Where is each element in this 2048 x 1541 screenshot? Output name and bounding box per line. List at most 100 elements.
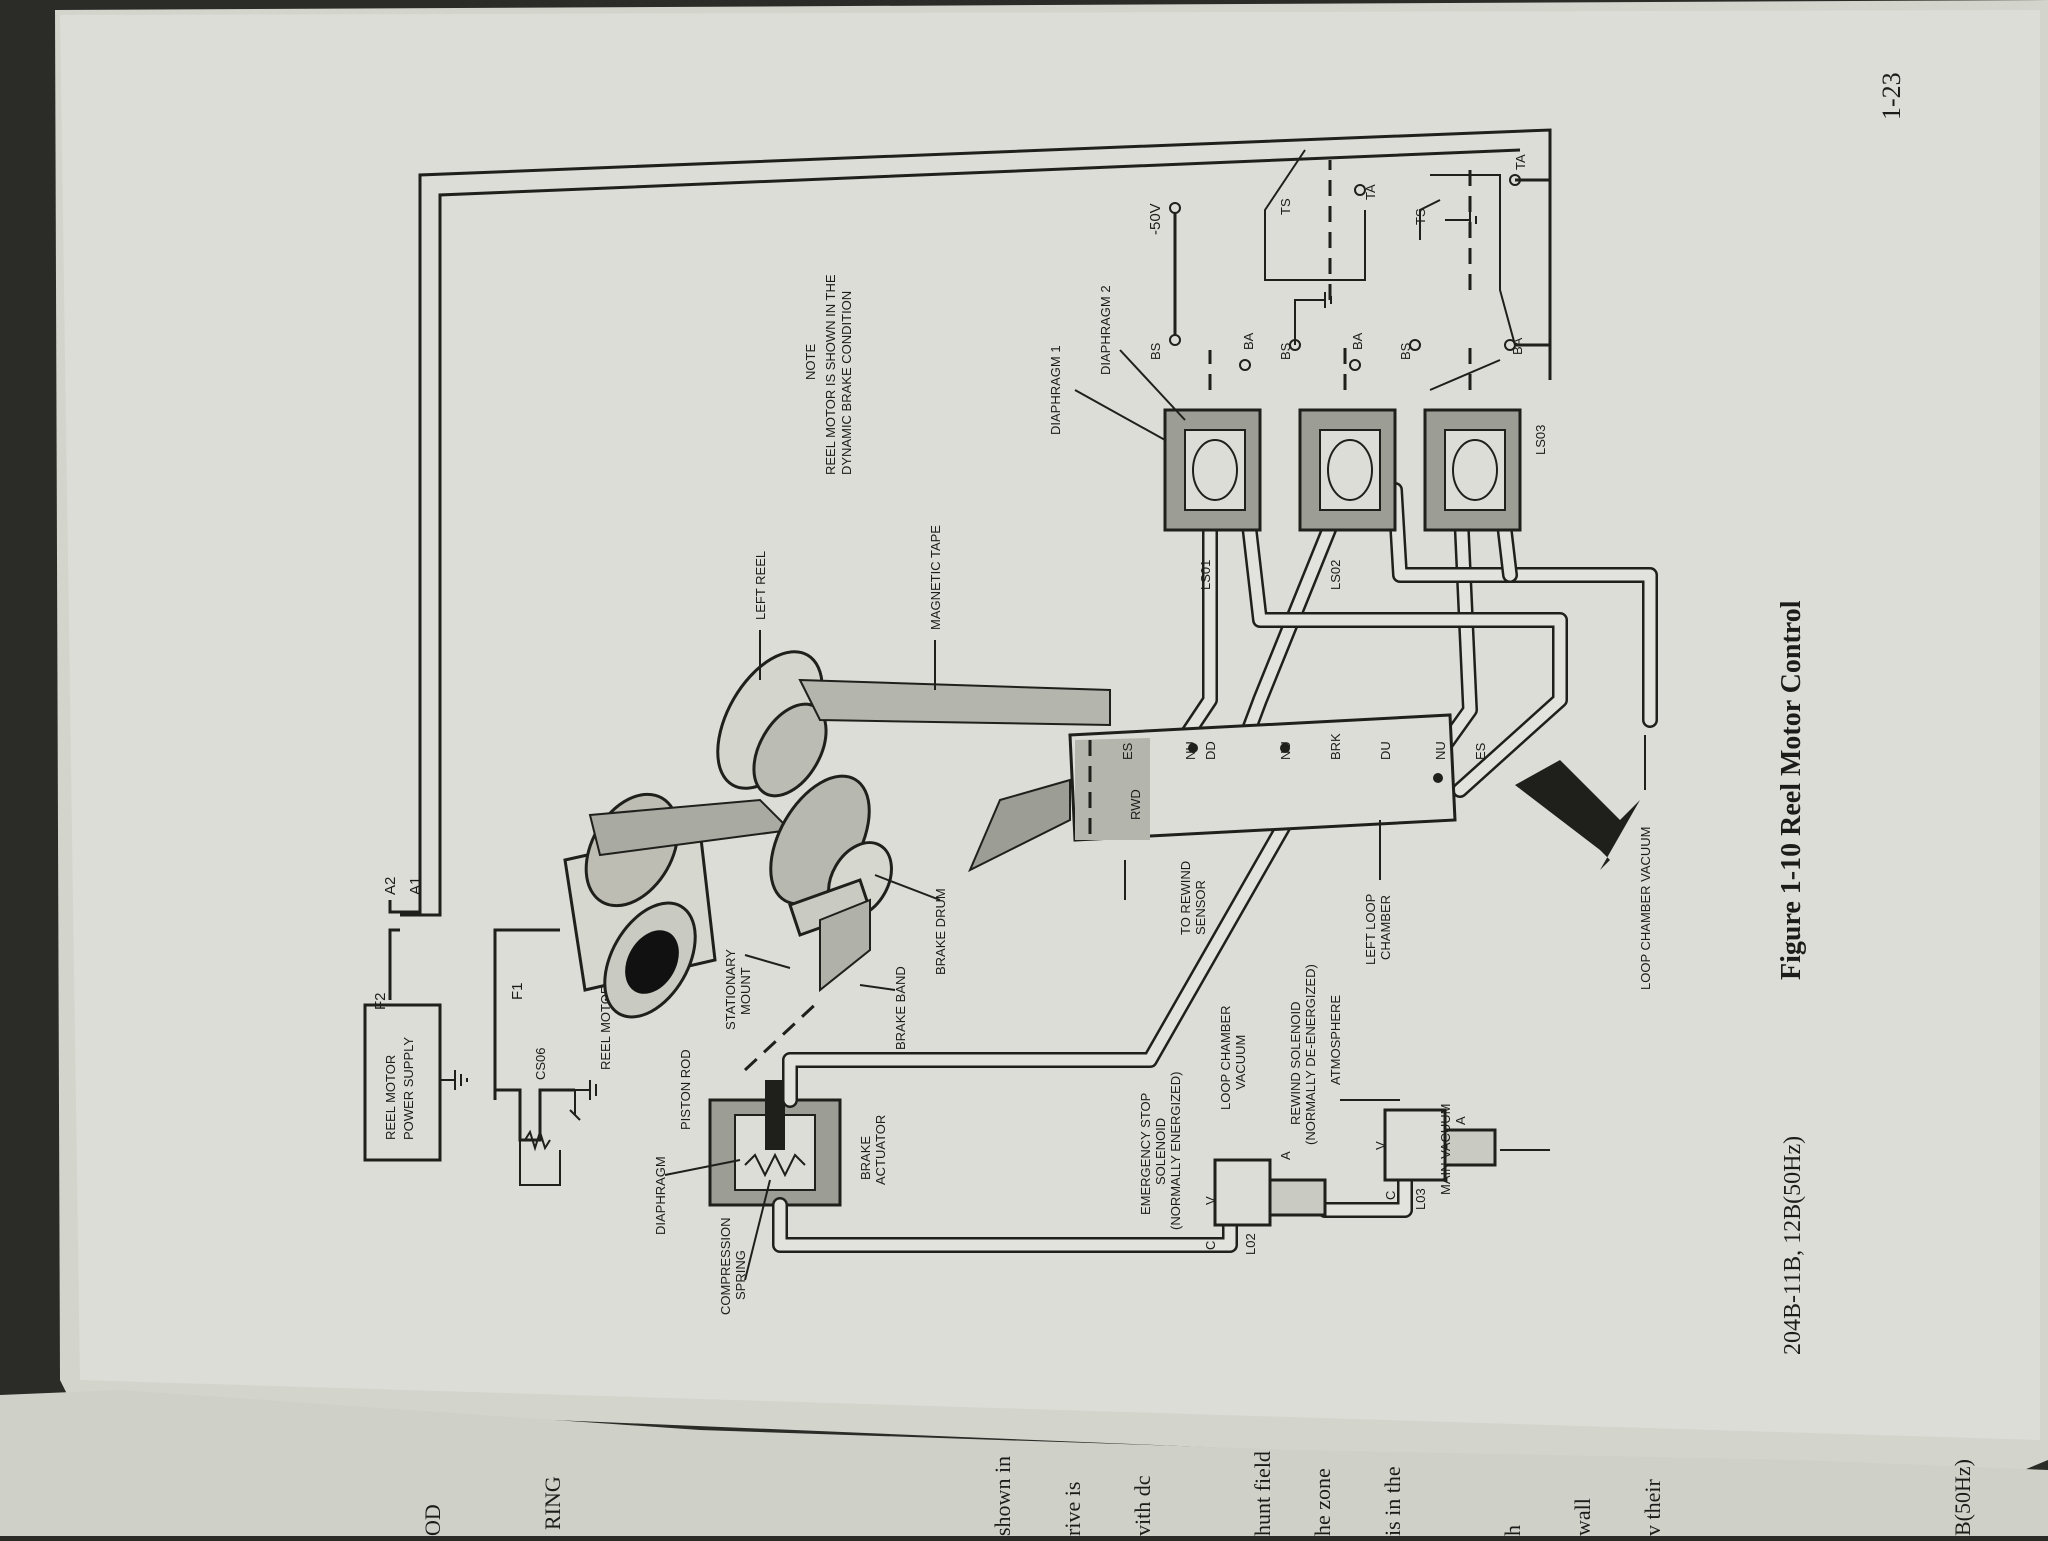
label-left-loop-2: CHAMBER [1378, 895, 1393, 960]
reel-motor-assembly: BRAKE DRUM STATIONARY MOUNT BRAKE BAND L… [563, 525, 1111, 1050]
label-ts-1: TS [1278, 198, 1293, 215]
label-loop-vacuum-bottom: LOOP CHAMBER VACUUM [1638, 827, 1653, 991]
label-l03-a: A [1453, 1116, 1468, 1125]
label-stationary-2: MOUNT [738, 967, 753, 1015]
label-nu-3: NU [1433, 741, 1448, 760]
label-du: DU [1378, 741, 1393, 760]
left-text-3: shown in [990, 1456, 1015, 1536]
label-l03: L03 [1413, 1188, 1428, 1210]
wire-a1 [400, 148, 1521, 917]
model-footer: 204B-11B, 12B(50Hz) [1780, 1136, 1806, 1355]
power-supply-label-2: POWER SUPPLY [401, 1037, 416, 1140]
label-stationary-1: STATIONARY [723, 949, 738, 1030]
label-loop-vacuum-1: LOOP CHAMBER [1218, 1005, 1233, 1110]
motor-wiring: A2 A1 F2 F1 [372, 128, 1552, 1100]
label-ta-2: TA [1513, 154, 1528, 170]
label-brk: BRK [1328, 733, 1343, 760]
facing-page-text: OD RING shown in rive is vith dc hunt fi… [420, 1451, 1975, 1536]
ls02-switch: LS02 [1298, 408, 1397, 590]
label-l03-c: C [1383, 1191, 1398, 1200]
label-to-rewind-1: TO REWIND [1178, 861, 1193, 935]
label-minus-50v: -50V [1147, 203, 1164, 235]
label-brake-drum: BRAKE DRUM [933, 888, 948, 975]
label-ba-2: BA [1350, 332, 1365, 350]
label-ts-2: TS [1413, 208, 1428, 225]
label-atmosphere: ATMOSPHERE [1328, 995, 1343, 1085]
note-line-2: DYNAMIC BRAKE CONDITION [839, 291, 854, 475]
left-text-1: OD [420, 1504, 445, 1536]
label-magnetic-tape: MAGNETIC TAPE [928, 525, 943, 630]
label-compression-1: COMPRESSION [718, 1217, 733, 1315]
label-a2: A2 [382, 877, 399, 895]
solenoid-valves: EMERGENCY STOP SOLENOID (NORMALLY ENERGI… [1138, 964, 1550, 1255]
ls03-switch: LS03 [1423, 408, 1548, 532]
left-loop-chamber: RWD ES NU DD NU BRK DU NU ES TO REWIND S… [968, 713, 1653, 991]
power-supply-box: REEL MOTOR POWER SUPPLY [363, 1003, 468, 1162]
label-main-vacuum: MAIN VACUUM [1438, 1104, 1453, 1195]
label-l03-v: V [1373, 1141, 1388, 1150]
label-es-top: ES [1120, 742, 1135, 760]
label-l02-v: V [1203, 1196, 1218, 1205]
label-left-reel: LEFT REEL [753, 551, 768, 620]
wire-f1 [493, 928, 560, 1100]
left-text-12: B(50Hz) [1950, 1459, 1975, 1536]
left-text-8: is in the [1380, 1466, 1405, 1536]
label-cs06: CS06 [533, 1047, 548, 1080]
page-surface [60, 10, 2040, 1440]
note-line-1: REEL MOTOR IS SHOWN IN THE [823, 274, 838, 475]
l03-solenoid-body [1383, 1108, 1447, 1182]
label-piston-rod: PISTON ROD [678, 1049, 693, 1130]
label-f2: F2 [372, 992, 389, 1010]
piston-link [743, 998, 822, 1072]
label-left-loop-1: LEFT LOOP [1363, 894, 1378, 965]
label-a1: A1 [407, 877, 424, 895]
label-l02-a: A [1278, 1151, 1293, 1160]
label-compression-2: SPRING [733, 1250, 748, 1300]
wire-f2 [388, 928, 400, 1000]
label-ba-1: BA [1241, 332, 1256, 350]
label-rewind-solenoid-1: REWIND SOLENOID [1288, 1001, 1303, 1125]
label-loop-vacuum-2: VACUUM [1233, 1035, 1248, 1090]
label-es-solenoid-3: (NORMALLY ENERGIZED) [1168, 1072, 1183, 1230]
left-text-11: v their [1640, 1479, 1665, 1536]
switch-contacts: BS -50V BA BS BA TS TA BS BA TS TA [1147, 149, 1552, 391]
label-ls01: LS01 [1198, 560, 1213, 590]
l02-solenoid-body [1213, 1158, 1272, 1227]
label-brake-actuator-1: BRAKE [858, 1136, 873, 1180]
label-es-solenoid-1: EMERGENCY STOP [1138, 1093, 1153, 1215]
note-heading: NOTE [803, 344, 818, 380]
label-dd: DD [1203, 741, 1218, 760]
figure-caption: Figure 1-10 Reel Motor Control [1776, 600, 1807, 980]
page-number: 1-23 [1877, 72, 1906, 120]
label-ls03: LS03 [1533, 425, 1548, 455]
label-ta-1: TA [1363, 184, 1378, 200]
left-text-10: wall [1570, 1498, 1595, 1536]
label-l02: L02 [1243, 1233, 1258, 1255]
label-f1: F1 [509, 982, 526, 1000]
label-l02-c: C [1203, 1241, 1218, 1250]
label-es-bottom: ES [1473, 742, 1488, 760]
label-rewind-solenoid-2: (NORMALLY DE-ENERGIZED) [1303, 964, 1318, 1145]
label-bs-2: BS [1278, 342, 1293, 360]
label-bs-3: BS [1398, 342, 1413, 360]
facing-page [0, 1390, 2048, 1536]
ls01-switch: LS01 [1163, 408, 1262, 590]
power-supply-label-1: REEL MOTOR [383, 1055, 398, 1140]
tape-direction-arrow [1515, 760, 1640, 870]
label-es-solenoid-2: SOLENOID [1153, 1118, 1168, 1185]
left-text-5: vith dc [1130, 1475, 1155, 1536]
left-text-9: h [1500, 1525, 1525, 1536]
left-text-4: rive is [1060, 1482, 1085, 1536]
left-text-7: he zone [1310, 1468, 1335, 1536]
left-text-2: RING [540, 1476, 565, 1530]
pressure-switches: LS01 LS02 LS03 DIAPHRAGM 1 DIAPHRAGM 2 [1048, 285, 1548, 590]
label-rwd: RWD [1128, 789, 1143, 820]
label-brake-actuator-2: ACTUATOR [873, 1115, 888, 1185]
label-ls02: LS02 [1328, 560, 1343, 590]
label-brake-band: BRAKE BAND [893, 966, 908, 1050]
label-diaphragm: DIAPHRAGM [653, 1156, 668, 1235]
label-to-rewind-2: SENSOR [1193, 880, 1208, 935]
left-text-6: hunt field [1250, 1451, 1275, 1536]
